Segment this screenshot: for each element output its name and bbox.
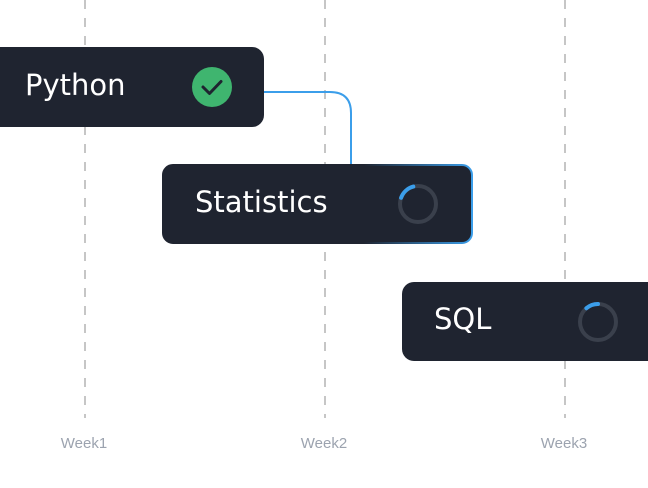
week-label-3: Week3 — [541, 435, 587, 452]
week-label-1: Week1 — [61, 435, 107, 452]
task-card-label: SQL — [434, 302, 491, 336]
week-label-2: Week2 — [301, 435, 347, 452]
connector-python-statistics — [262, 91, 352, 166]
spinner-icon — [398, 184, 438, 224]
task-card-sql[interactable]: SQL — [402, 282, 648, 361]
task-card-python[interactable]: Python — [0, 47, 264, 127]
task-card-background — [0, 47, 264, 127]
check-circle-icon — [192, 67, 232, 107]
task-card-label: Python — [25, 68, 126, 102]
task-card-label: Statistics — [195, 185, 328, 219]
task-card-background — [162, 164, 473, 244]
task-card-background — [402, 282, 648, 361]
task-card-statistics[interactable]: Statistics — [162, 164, 473, 244]
spinner-icon — [578, 301, 618, 342]
